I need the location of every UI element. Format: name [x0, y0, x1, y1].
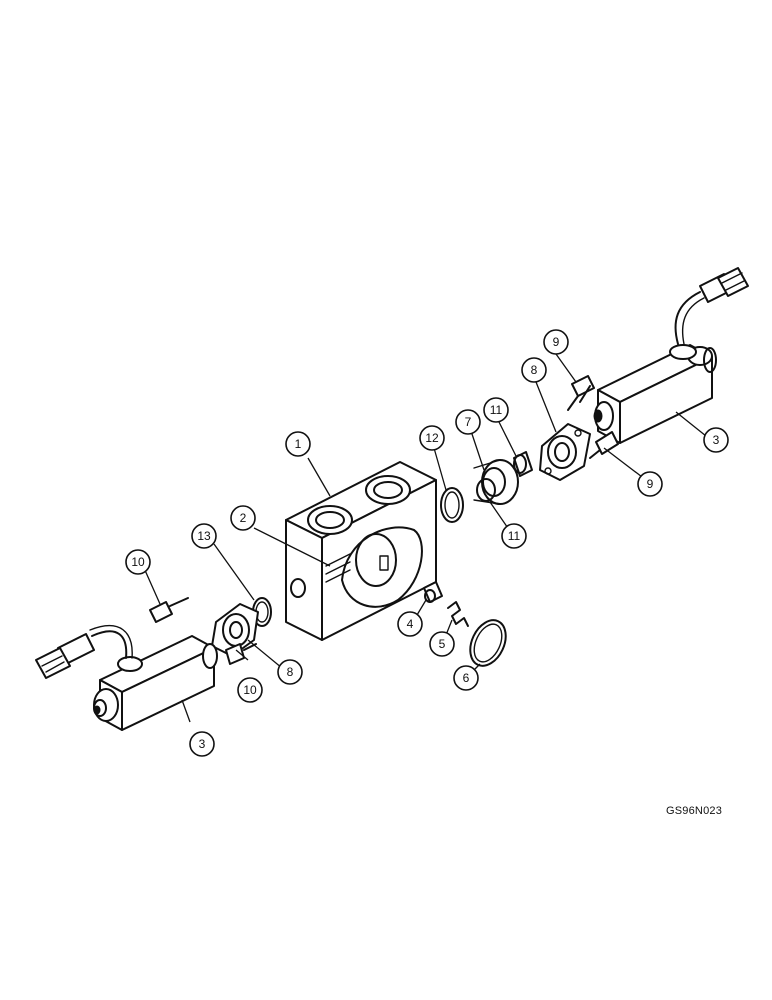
callout-3-left: 3: [189, 731, 215, 757]
figure-id: GS96N023: [666, 805, 723, 817]
callout-label: 9: [647, 477, 654, 491]
callout-label: 11: [508, 529, 521, 543]
bolt-10-lower: [225, 643, 257, 665]
callout-8-left: 8: [277, 659, 303, 685]
callout-label: 13: [197, 529, 211, 543]
callout-label: 10: [243, 683, 257, 697]
oring-12: [440, 487, 464, 523]
callout-label: 8: [531, 363, 538, 377]
callout-5: 5: [429, 631, 455, 657]
callout-8-right: 8: [521, 357, 547, 383]
callout-1: 1: [285, 431, 311, 457]
callout-3-right: 3: [703, 427, 729, 453]
callout-label: 6: [463, 671, 470, 685]
valve-body: [285, 461, 437, 641]
plug-4: [423, 581, 443, 603]
solenoid-right: [593, 267, 749, 444]
callout-label: 1: [295, 437, 302, 451]
callout-4: 4: [397, 611, 423, 637]
flange-left: [211, 603, 259, 657]
callout-label: 3: [199, 737, 206, 751]
callout-label: 7: [465, 415, 472, 429]
callout-9-upper: 9: [543, 329, 569, 355]
callout-label: 8: [287, 665, 294, 679]
callout-2: 2: [230, 505, 256, 531]
oring-6: [469, 619, 507, 667]
callout-10-lower: 10: [237, 677, 263, 703]
callout-12: 12: [419, 425, 445, 451]
bolt-9-upper: [567, 375, 595, 411]
spacer-11: [513, 451, 533, 477]
callout-label: 9: [553, 335, 560, 349]
callout-label: 10: [131, 555, 145, 569]
callout-label: 3: [713, 433, 720, 447]
callout-10-upper: 10: [125, 549, 151, 575]
callout-6: 6: [453, 665, 479, 691]
callout-9-lower: 9: [637, 471, 663, 497]
seal-7: [473, 459, 519, 505]
leader-lines: [143, 353, 707, 723]
callout-label: 12: [425, 431, 439, 445]
spring-5: [447, 601, 469, 627]
callout-label: 5: [439, 637, 446, 651]
callout-label: 4: [407, 617, 414, 631]
callout-11-lower: 11: [501, 523, 527, 549]
solenoid-left: [35, 624, 218, 731]
callout-7: 7: [455, 409, 481, 435]
bolt-10-upper: [149, 597, 189, 623]
callout-label: 11: [490, 403, 503, 417]
flange-right: [539, 423, 591, 481]
callout-13: 13: [191, 523, 217, 549]
bolt-9-lower: [589, 431, 619, 459]
callout-label: 2: [240, 511, 247, 525]
callout-11-upper: 11: [483, 397, 509, 423]
